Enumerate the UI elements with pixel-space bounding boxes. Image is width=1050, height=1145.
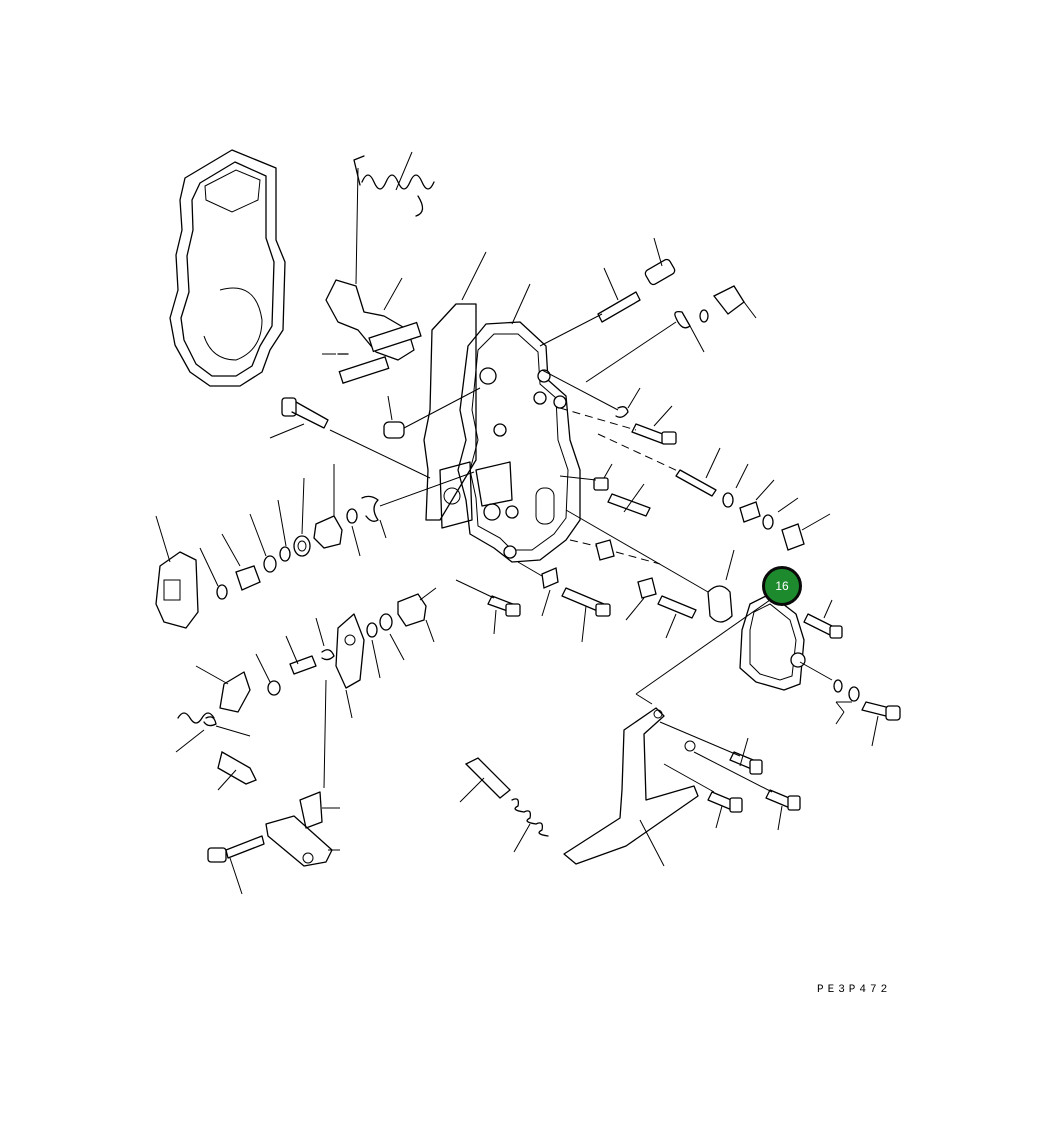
lower-left-linkage	[175, 587, 437, 791]
left-fasteners	[155, 387, 481, 629]
top-spring	[353, 151, 435, 217]
lower-middle-fasteners	[455, 561, 697, 643]
governor-cover	[635, 593, 901, 747]
governor-lever	[322, 167, 422, 384]
gear-case-cover	[169, 149, 286, 387]
bottom-middle-pin	[459, 757, 549, 853]
drawing-code: PE3P472	[817, 984, 892, 996]
right-upper-fasteners	[539, 237, 757, 445]
bottom-right-bracket	[563, 707, 801, 867]
governor-housing	[439, 283, 581, 563]
callout-label: 16	[775, 579, 789, 593]
callout-badge-16[interactable]: 16	[762, 566, 802, 606]
gasket	[423, 251, 487, 521]
bottom-left-plate	[207, 679, 340, 895]
right-middle-fasteners	[559, 433, 831, 623]
